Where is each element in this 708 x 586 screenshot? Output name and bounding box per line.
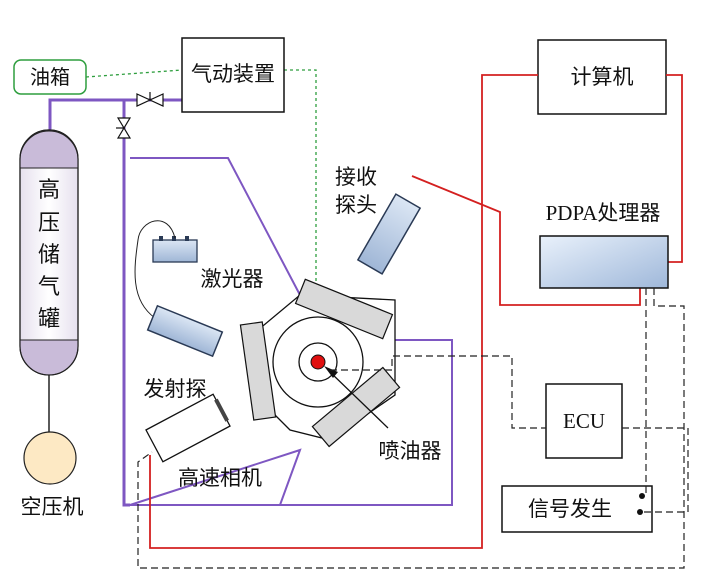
pneumatic-device-label: 气动装置 (191, 62, 275, 86)
window-bottom-right (311, 366, 401, 448)
receiver-probe (356, 193, 422, 275)
processor-label: PDPA处理器 (546, 201, 661, 225)
compressor-icon (23, 431, 77, 485)
signal-node-1 (639, 493, 645, 499)
signal-node-2 (637, 509, 643, 515)
tank-char-2: 压 (38, 211, 60, 236)
valve-vertical-icon (116, 117, 132, 139)
chamber-circle-inner (298, 342, 338, 382)
window-left (239, 321, 277, 421)
oil-line-injector (284, 69, 317, 360)
receiver-label-line1: 接收 (335, 165, 377, 189)
oil-line-top (85, 69, 183, 78)
window-top (294, 278, 394, 340)
dashed-ecu-signal (622, 427, 689, 513)
transmitter-label: 发射探 (144, 377, 207, 401)
signal-generator-label: 信号发生 (528, 497, 612, 521)
injector-arrowhead (324, 366, 338, 378)
injector-nozzle (310, 354, 326, 370)
red-line-computer-camera (149, 74, 538, 549)
tank-char-1: 高 (38, 178, 60, 203)
injector-label: 喷油器 (379, 439, 442, 463)
camera-label: 高速相机 (178, 466, 262, 490)
ecu-box (545, 383, 623, 459)
camera-icon (145, 393, 231, 463)
computer-label: 计算机 (571, 65, 634, 89)
laser-label: 激光器 (201, 267, 264, 291)
laser-fiber (134, 220, 176, 319)
oil-tank-label: 油箱 (30, 65, 70, 89)
chamber-right-wall (280, 339, 453, 506)
dashed-injector-ecu (330, 355, 546, 429)
valve-horizontal-icon (136, 92, 164, 107)
red-line-receiver-processor (411, 175, 641, 306)
red-line-computer-processor (666, 74, 683, 263)
chamber-circle-outer (272, 316, 364, 408)
tank-char-3: 储 (38, 243, 60, 268)
compressor-label: 空压机 (21, 495, 84, 519)
processor-box (539, 235, 669, 289)
computer-box (537, 39, 667, 115)
injector-pointer (329, 371, 389, 429)
tank-char-5: 罐 (38, 307, 60, 332)
ecu-label: ECU (563, 409, 605, 433)
receiver-label-line2: 探头 (335, 193, 377, 217)
laser-icon (152, 236, 198, 263)
signal-generator-box (501, 485, 653, 533)
pneumatic-device-box (181, 37, 285, 113)
laser-probe (146, 304, 224, 358)
chamber-outline (129, 157, 302, 506)
tank-char-4: 气 (38, 275, 60, 300)
dashed-processor-signal (137, 288, 685, 569)
